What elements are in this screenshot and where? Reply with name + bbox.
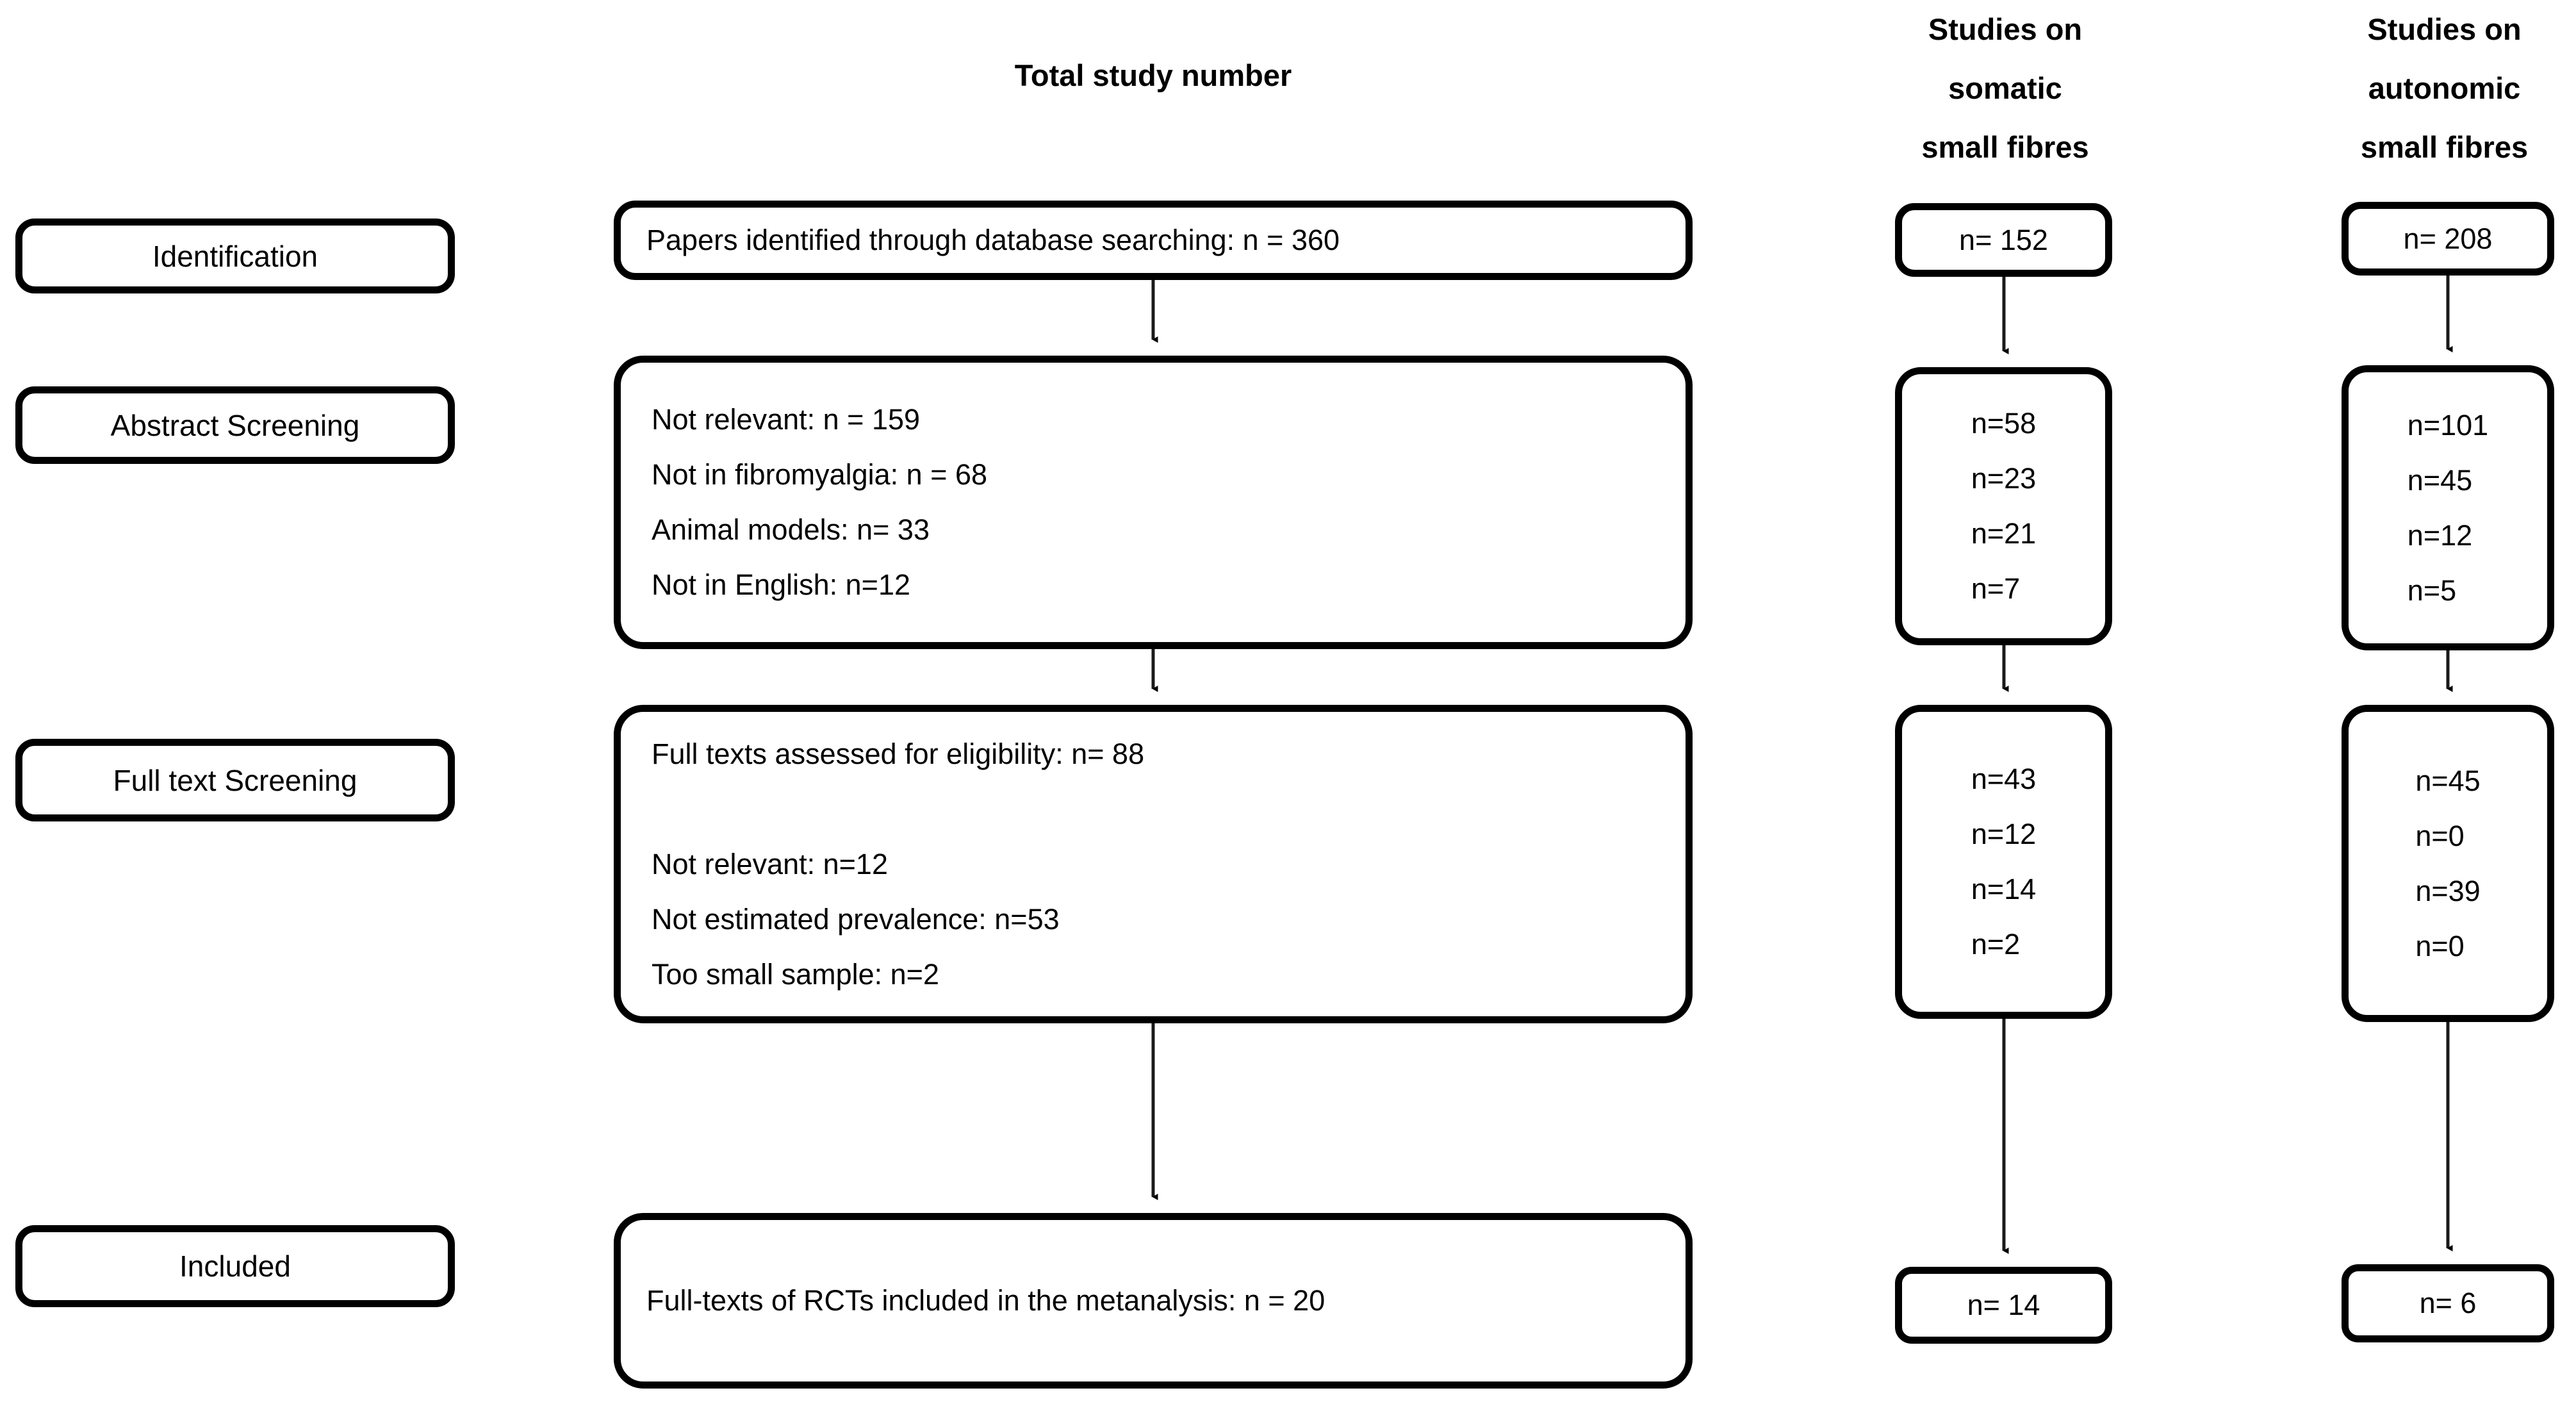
autonomic-heading-line2: autonomic: [2368, 71, 2521, 105]
somatic-abstract-box: n=58 n=23 n=21 n=7: [1895, 367, 2112, 645]
stage-label-included: Included: [179, 1249, 291, 1283]
autonomic-column-heading: Studies on autonomic small fibres: [2313, 0, 2576, 177]
somatic-heading-line2: somatic: [1948, 71, 2062, 105]
total-included-text: Full-texts of RCTs included in the metan…: [646, 1284, 1325, 1317]
exclusion-line: Not in fibromyalgia: n = 68: [652, 458, 988, 491]
somatic-abstract-counts: n=58 n=23 n=21 n=7: [1971, 396, 2036, 616]
somatic-included-box: n= 14: [1895, 1267, 2112, 1344]
somatic-included-count: n= 14: [1967, 1289, 2040, 1321]
exclusion-line: Animal models: n= 33: [652, 513, 930, 546]
count-line: n=23: [1971, 462, 2037, 495]
autonomic-fulltext-counts: n=45 n=0 n=39 n=0: [2415, 754, 2480, 974]
count-line: n=45: [2407, 463, 2473, 497]
total-included-box: Full-texts of RCTs included in the metan…: [614, 1213, 1693, 1389]
exclusion-line: Not relevant: n = 159: [652, 403, 921, 436]
total-identification-box: Papers identified through database searc…: [614, 201, 1693, 280]
count-line: n=101: [2407, 408, 2489, 441]
exclusion-line: Not estimated prevalence: n=53: [652, 902, 1060, 936]
count-line: n=5: [2407, 573, 2457, 607]
count-line: n=2: [1971, 928, 2021, 961]
autonomic-included-count: n= 6: [2419, 1287, 2477, 1319]
somatic-heading-line3: small fibres: [1921, 130, 2089, 164]
count-line: n=45: [2415, 764, 2481, 797]
exclusion-line: Too small sample: n=2: [652, 957, 939, 991]
autonomic-heading-line3: small fibres: [2360, 130, 2529, 164]
stage-label-abstract-screening: Abstract Screening: [110, 408, 360, 442]
exclusion-line: Not in English: n=12: [652, 568, 911, 601]
somatic-fulltext-counts: n=43 n=12 n=14 n=2: [1971, 752, 2036, 972]
stage-box-included: Included: [15, 1225, 455, 1307]
count-line: n=21: [1971, 517, 2037, 550]
count-line: n=12: [2407, 518, 2473, 552]
somatic-identification-count: n= 152: [1959, 223, 2048, 256]
autonomic-identification-box: n= 208: [2342, 202, 2554, 276]
autonomic-abstract-box: n=101 n=45 n=12 n=5: [2342, 365, 2554, 650]
total-column-heading: Total study number: [1014, 58, 1292, 92]
count-line: n=0: [2415, 929, 2465, 962]
exclusion-line: Not relevant: n=12: [652, 847, 888, 880]
count-line: n=12: [1971, 818, 2037, 850]
total-fulltext-box: Full texts assessed for eligibility: n= …: [614, 705, 1693, 1023]
stage-label-fulltext-screening: Full text Screening: [113, 763, 357, 797]
autonomic-abstract-counts: n=101 n=45 n=12 n=5: [2408, 398, 2488, 618]
total-identification-text: Papers identified through database searc…: [646, 224, 1340, 256]
somatic-heading-line1: Studies on: [1928, 12, 2083, 46]
autonomic-heading-line1: Studies on: [2367, 12, 2522, 46]
somatic-fulltext-box: n=43 n=12 n=14 n=2: [1895, 705, 2112, 1019]
count-line: n=7: [1971, 572, 2021, 605]
autonomic-identification-count: n= 208: [2403, 222, 2493, 255]
somatic-column-heading: Studies on somatic small fibres: [1845, 0, 2165, 177]
stage-box-identification: Identification: [15, 219, 455, 293]
stage-box-abstract-screening: Abstract Screening: [15, 386, 455, 464]
fulltext-heading-line: Full texts assessed for eligibility: n= …: [652, 737, 1145, 770]
total-abstract-exclusions-box: Not relevant: n = 159 Not in fibromyalgi…: [614, 356, 1693, 649]
count-line: n=14: [1971, 873, 2037, 905]
autonomic-fulltext-box: n=45 n=0 n=39 n=0: [2342, 705, 2554, 1022]
autonomic-included-box: n= 6: [2342, 1264, 2554, 1342]
stage-label-identification: Identification: [152, 239, 318, 273]
somatic-identification-box: n= 152: [1895, 203, 2112, 277]
count-line: n=58: [1971, 407, 2037, 440]
count-line: n=39: [2415, 874, 2481, 907]
count-line: n=0: [2415, 819, 2465, 852]
stage-box-fulltext-screening: Full text Screening: [15, 739, 455, 821]
count-line: n=43: [1971, 763, 2037, 795]
